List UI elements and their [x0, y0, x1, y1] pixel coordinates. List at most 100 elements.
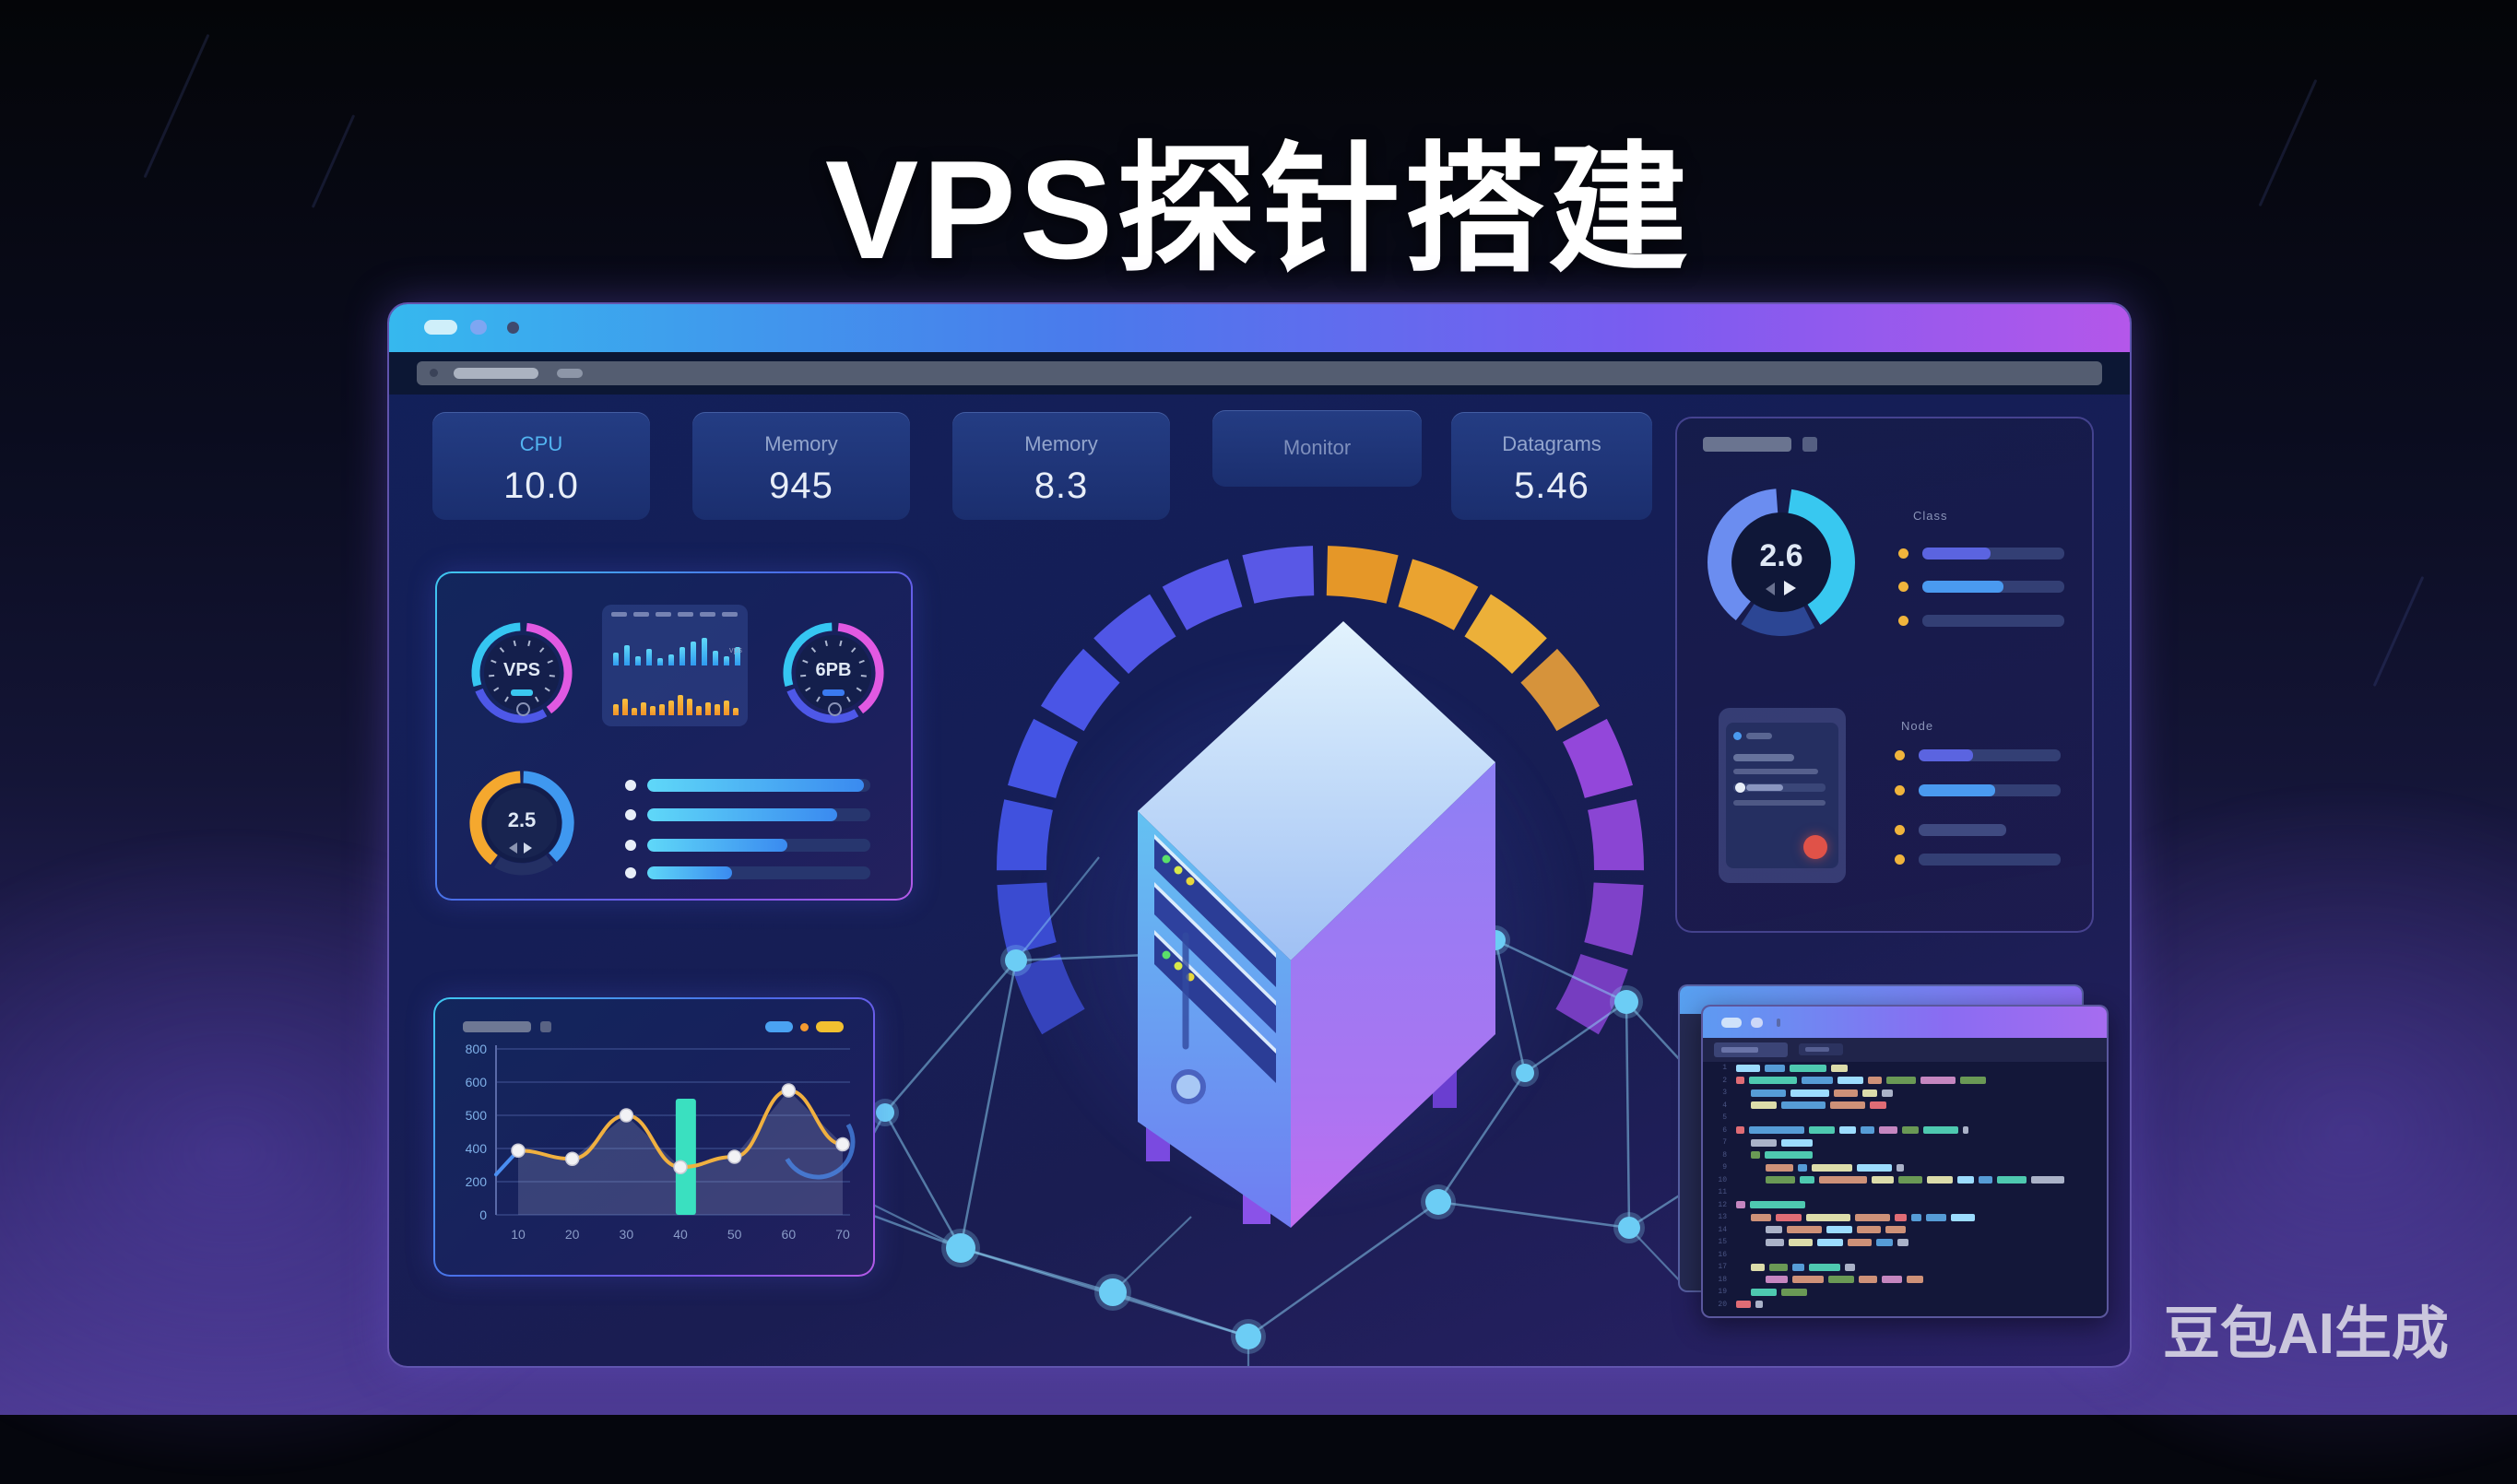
donut-prev-icon[interactable] — [1766, 583, 1775, 595]
mini-chart-tab[interactable] — [678, 612, 693, 617]
svg-text:20: 20 — [565, 1227, 580, 1242]
mini-window — [1726, 723, 1838, 868]
code-token — [1802, 1077, 1833, 1085]
code-token — [1927, 1176, 1953, 1184]
code-token — [1776, 1213, 1802, 1221]
window-minimize-button[interactable] — [424, 320, 457, 335]
code-token — [1817, 1238, 1843, 1246]
code-token — [1749, 1077, 1797, 1085]
mini-bar — [650, 706, 656, 715]
code-token — [1830, 1101, 1865, 1110]
stat-label: Memory — [764, 432, 838, 455]
url-input[interactable] — [417, 361, 2102, 385]
progress-row — [625, 839, 870, 852]
code-token — [1751, 1288, 1777, 1296]
stat-label: Datagrams — [1502, 432, 1601, 455]
mini-bar — [705, 702, 711, 715]
code-token — [1819, 1176, 1867, 1184]
code-tab-inactive[interactable] — [1799, 1043, 1843, 1055]
mini-bar — [613, 704, 619, 715]
code-token — [1862, 1089, 1877, 1097]
code-token — [1882, 1089, 1893, 1097]
mini-window-title — [1746, 733, 1772, 739]
donut-play-icon[interactable] — [1784, 581, 1796, 595]
svg-text:30: 30 — [620, 1227, 634, 1242]
mini-bar — [624, 645, 630, 665]
code-token — [1848, 1238, 1872, 1246]
vps-gauge — [471, 622, 573, 724]
code-line: 4 — [1703, 1100, 2107, 1113]
code-token — [1963, 1126, 1968, 1135]
window-maximize-button[interactable] — [470, 320, 487, 335]
code-line: 9 — [1703, 1161, 2107, 1174]
code-line: 13 — [1703, 1211, 2107, 1224]
progress-fill — [647, 808, 837, 821]
load-gauge-prev-icon[interactable] — [509, 842, 517, 854]
code-window-button[interactable] — [1751, 1018, 1763, 1028]
code-line: 8 — [1703, 1149, 2107, 1162]
code-token — [1897, 1238, 1908, 1246]
svg-text:60: 60 — [782, 1227, 797, 1242]
mini-bar — [715, 704, 720, 715]
load-gauge-next-icon[interactable] — [524, 842, 532, 854]
svg-text:50: 50 — [727, 1227, 742, 1242]
status-row — [1895, 784, 2062, 796]
server-power-button[interactable] — [1171, 1069, 1206, 1104]
code-window-button[interactable] — [1721, 1018, 1742, 1028]
mini-line — [1733, 754, 1794, 761]
window-close-button[interactable] — [507, 322, 519, 334]
status-dot — [1895, 785, 1905, 795]
stat-value: 8.3 — [1034, 465, 1089, 506]
mini-slider-track[interactable] — [1733, 783, 1826, 793]
mini-bar-chart-card: vps — [602, 605, 748, 726]
progress-track — [647, 808, 870, 821]
status-dot — [1895, 750, 1905, 760]
code-token — [1861, 1126, 1874, 1135]
alert-red-button[interactable] — [1803, 835, 1827, 859]
legend-orange-dot[interactable] — [800, 1023, 809, 1031]
panel-header-badge — [1802, 437, 1817, 452]
code-line: 16 — [1718, 1250, 1727, 1259]
mini-chart-tab[interactable] — [611, 612, 627, 617]
stat-card-cpu: CPU 10.0 — [432, 412, 650, 520]
legend-yellow-pill[interactable] — [816, 1021, 844, 1032]
code-token — [1812, 1163, 1852, 1172]
status-track — [1922, 615, 2064, 627]
code-line: 12 — [1703, 1199, 2107, 1212]
code-token — [1870, 1101, 1886, 1110]
load-gauge-value: 2.5 — [507, 808, 537, 831]
code-line: 10 — [1703, 1174, 2107, 1187]
code-token — [1751, 1151, 1760, 1160]
mini-chart-tab[interactable] — [722, 612, 738, 617]
vps-gauge-label: VPS — [502, 660, 541, 680]
stat-card-datagrams: Datagrams 5.46 — [1451, 412, 1652, 520]
code-token — [1736, 1301, 1751, 1309]
group1-label: Class — [1913, 509, 1948, 523]
code-token — [1898, 1176, 1922, 1184]
code-token — [1839, 1126, 1856, 1135]
code-token — [1798, 1163, 1807, 1172]
url-badge — [557, 369, 583, 378]
code-tab-active[interactable] — [1714, 1042, 1788, 1057]
status-dot — [1898, 548, 1908, 559]
url-text-block — [454, 368, 538, 379]
code-token — [1766, 1276, 1788, 1284]
right-status-panel: 2.6 Class Node — [1675, 417, 2094, 933]
progress-track — [647, 839, 870, 852]
progress-row — [625, 866, 870, 879]
mini-chart-tab[interactable] — [633, 612, 649, 617]
mini-chart-tab[interactable] — [700, 612, 715, 617]
mini-bar — [724, 701, 729, 715]
legend-blue-pill[interactable] — [765, 1021, 793, 1032]
mini-chart-tab[interactable] — [656, 612, 671, 617]
status-row — [1898, 581, 2066, 593]
code-token — [1960, 1077, 1986, 1085]
window-titlebar — [389, 304, 2130, 352]
mini-slider-handle[interactable] — [1735, 783, 1745, 793]
code-token — [1766, 1163, 1793, 1172]
group2-label: Node — [1901, 719, 1934, 733]
browser-window: CPU 10.0 Memory 945 Memory 8.3 Monitor D… — [387, 302, 2132, 1368]
code-line: 15 — [1703, 1236, 2107, 1249]
